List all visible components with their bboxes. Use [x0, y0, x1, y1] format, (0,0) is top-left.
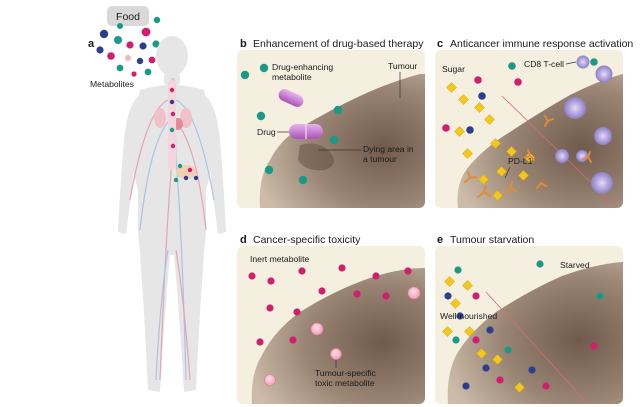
panel-a-letter: a: [88, 38, 95, 50]
metabolites-label: Metabolites: [90, 79, 134, 89]
tumour-label: Tumour: [388, 61, 417, 71]
sugar-molecules-e: [442, 276, 525, 393]
panel-c-letter: c: [437, 38, 443, 50]
sugar-molecules: [446, 82, 535, 201]
panel-e-title: Tumour starvation: [450, 234, 534, 246]
drug-enhancing-metabolite: [298, 175, 308, 185]
sugar-label: Sugar: [442, 64, 465, 74]
panel-b-letter: b: [240, 38, 247, 50]
pd-l1-label: PD-L1: [508, 156, 533, 166]
cd8-t-cell-label: CD8 T-cell: [524, 59, 564, 69]
panel-e: e Tumour starvation: [435, 234, 623, 404]
drug-enhancing-metabolite: [333, 105, 343, 115]
drug-enhancing-metabolite: [259, 63, 269, 73]
food-label: Food: [116, 11, 140, 23]
panel-a: a Food Metabolites: [88, 6, 226, 392]
cd8-pointer: [565, 61, 577, 65]
tumour-mass-e: [447, 262, 623, 404]
metabolite: [442, 124, 450, 132]
metabolite: [466, 126, 474, 134]
drug-enhancing-label-line2: metabolite: [272, 72, 312, 82]
metabolites-e: [444, 260, 604, 390]
toxic-metabolite-label-line2: toxic metabolite: [315, 378, 375, 388]
dying-area-label-line1: Dying area in: [363, 144, 414, 154]
drug-label: Drug: [257, 127, 276, 137]
metabolite: [478, 92, 486, 100]
drug-enhancing-metabolite: [256, 111, 266, 121]
inert-metabolite-label: Inert metabolite: [250, 254, 309, 264]
food-metabolites-cluster: [96, 16, 161, 77]
metabolite: [508, 62, 516, 70]
panel-b: b Enhancement of drug-based therapy Drug…: [237, 38, 425, 208]
dying-area-label-line2: a tumour: [363, 154, 397, 164]
panel-e-letter: e: [437, 234, 443, 246]
well-nourished-label: Well-nourished: [440, 311, 497, 321]
inert-metabolites: [248, 264, 412, 346]
drug-enhancing-label-line1: Drug-enhancing: [272, 62, 333, 72]
panel-d-title: Cancer-specific toxicity: [253, 234, 361, 246]
panel-d-letter: d: [240, 234, 247, 246]
metabolite: [514, 78, 522, 86]
drug-enhancing-metabolite: [264, 165, 274, 175]
drug-capsule: [278, 89, 304, 107]
food-label-box: [107, 6, 149, 26]
starved-label: Starved: [560, 260, 590, 270]
cd8-t-cells: [555, 55, 613, 194]
drug-enhancing-metabolite: [240, 70, 250, 80]
pd-l1-pointer: [504, 166, 511, 179]
panel-b-title: Enhancement of drug-based therapy: [253, 38, 424, 50]
pd-l1-markers: [464, 115, 592, 198]
panel-c: c Anticancer immune response activation: [435, 38, 633, 208]
tumour-mass-d: [251, 268, 425, 404]
toxic-metabolite-label-line1: Tumour-specific: [315, 368, 377, 378]
panel-d: d Cancer-specific toxicity In: [237, 234, 425, 404]
boundary-line-e: [485, 291, 589, 404]
vessel-metabolites: [169, 87, 199, 183]
metabolite: [590, 58, 598, 66]
panel-c-title: Anticancer immune response activation: [450, 38, 633, 50]
toxic-metabolites: [264, 286, 421, 386]
metabolite: [474, 76, 482, 84]
tumour-mass-b: [259, 74, 425, 208]
drug-enhancing-metabolite: [329, 135, 339, 145]
